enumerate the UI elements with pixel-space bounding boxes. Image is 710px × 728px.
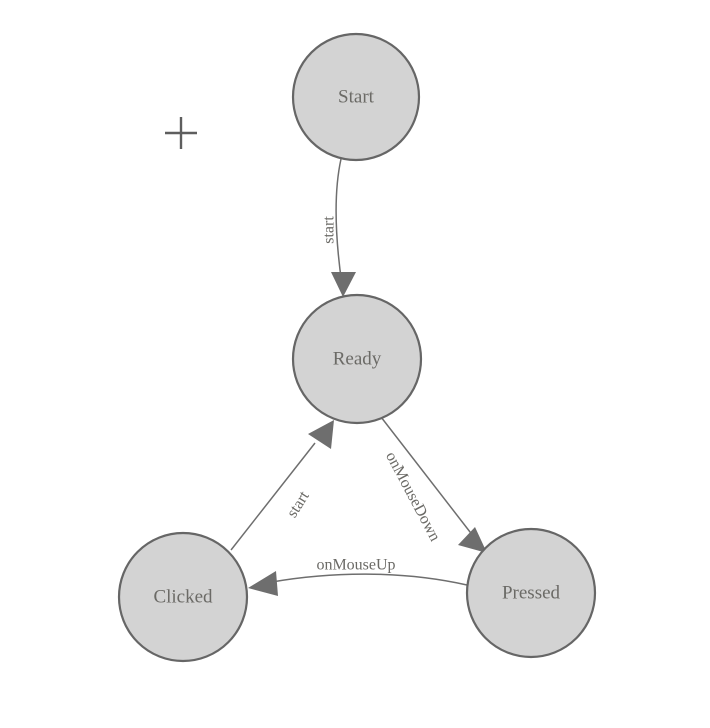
- node-start[interactable]: Start: [291, 32, 421, 162]
- edge-label-clicked-to-ready: start: [284, 488, 313, 521]
- node-circle-pressed[interactable]: [465, 527, 597, 659]
- edge-label-start-to-ready: start: [321, 216, 338, 244]
- edge-label-pressed-to-clicked: onMouseUp: [316, 557, 395, 574]
- edge-label-ready-to-pressed: onMouseDown: [382, 449, 443, 544]
- edge-ready-to-pressed[interactable]: onMouseDown: [380, 416, 487, 553]
- node-circle-start[interactable]: [291, 32, 421, 162]
- node-ready[interactable]: Ready: [291, 293, 423, 425]
- edge-pressed-to-clicked[interactable]: onMouseUp: [248, 557, 468, 596]
- node-circle-clicked[interactable]: [117, 531, 249, 663]
- edge-clicked-to-ready[interactable]: start: [230, 420, 334, 551]
- node-label-pressed: Pressed: [502, 582, 561, 603]
- node-circle-ready[interactable]: [291, 293, 423, 425]
- arrowhead-into-clicked: [248, 571, 278, 596]
- edge-start-to-ready[interactable]: start: [321, 158, 356, 297]
- node-pressed[interactable]: Pressed: [465, 527, 597, 659]
- arrowhead-into-pressed: [458, 527, 487, 553]
- edge-path-ready-to-pressed[interactable]: [380, 416, 478, 542]
- node-label-ready: Ready: [333, 348, 382, 369]
- arrowhead-into-ready-from-start: [331, 272, 356, 297]
- edge-path-pressed-to-clicked[interactable]: [271, 573, 468, 586]
- edge-path-clicked-to-ready[interactable]: [230, 442, 316, 551]
- node-label-clicked: Clicked: [153, 586, 213, 607]
- crosshair-icon: [165, 117, 197, 149]
- arrowhead-into-ready-from-clicked: [308, 420, 334, 449]
- node-clicked[interactable]: Clicked: [117, 531, 249, 663]
- node-label-start: Start: [338, 86, 375, 107]
